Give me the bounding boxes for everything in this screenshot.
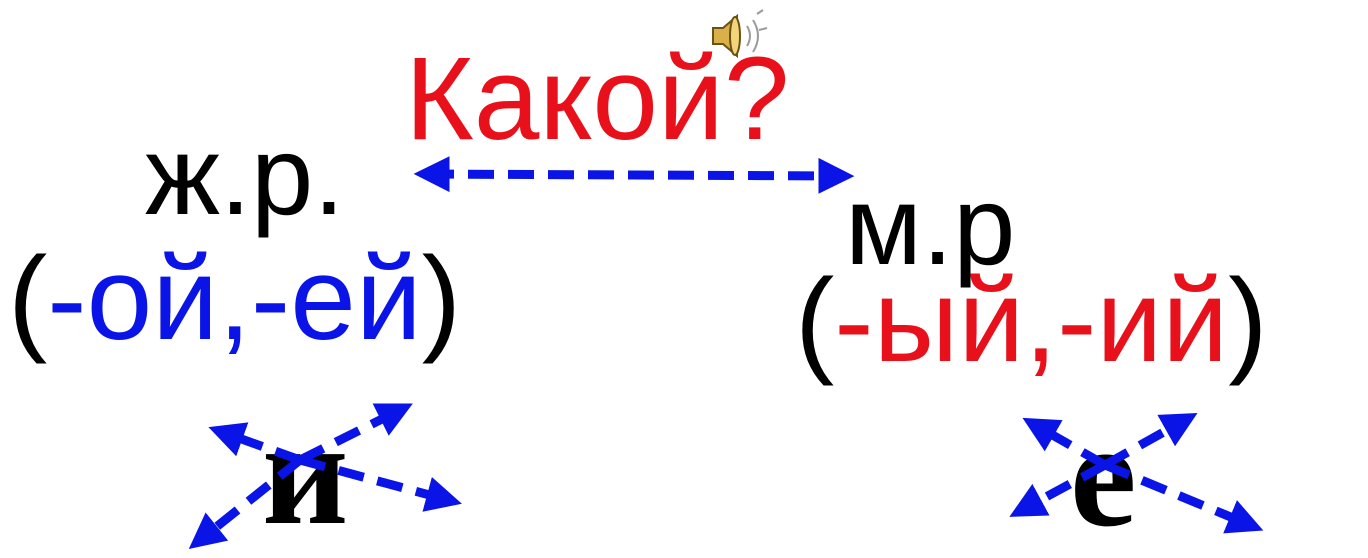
sound-speaker-icon[interactable] bbox=[705, 8, 769, 69]
masculine-endings-text: -ый,-ий bbox=[834, 255, 1229, 387]
arrow-e-up-left bbox=[1022, 417, 1108, 469]
arrow-e-down-right bbox=[1103, 460, 1264, 534]
close-paren: ) bbox=[421, 233, 462, 365]
feminine-endings-text: -ой,-ей bbox=[47, 233, 422, 365]
arrow-i-down-left bbox=[188, 456, 303, 549]
arrow-e-up-right bbox=[1102, 412, 1198, 469]
double-arrow-between-genders bbox=[413, 156, 855, 194]
feminine-endings: (-ой,-ей) bbox=[8, 240, 461, 358]
feminine-gender-label: ж.р. bbox=[145, 113, 345, 238]
open-paren: ( bbox=[8, 233, 48, 365]
arrow-i-up-right bbox=[297, 403, 413, 465]
arrow-e-down-left bbox=[1009, 461, 1108, 517]
arrow-i-down-right bbox=[298, 455, 462, 512]
arrow-i-up-left bbox=[208, 422, 302, 465]
vowel-letter-i: и bbox=[262, 390, 349, 556]
masculine-gender-label: м.р bbox=[845, 163, 1016, 288]
open-paren: ( bbox=[795, 255, 835, 387]
close-paren: ) bbox=[1228, 255, 1268, 387]
question-word: Какой? bbox=[405, 33, 790, 165]
masculine-endings: (-ый,-ий) bbox=[795, 262, 1268, 380]
